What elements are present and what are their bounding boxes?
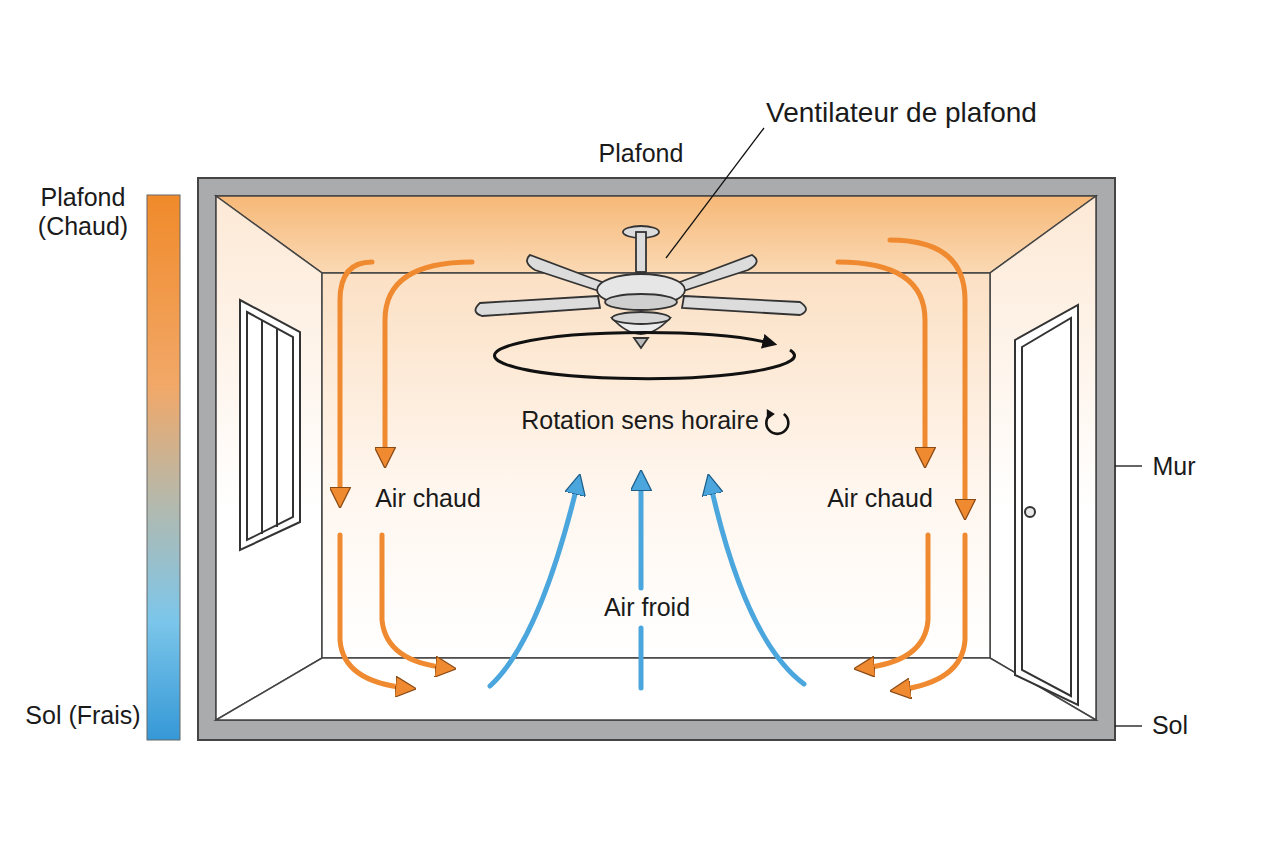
cool-air-arrow [490,482,578,686]
door [1015,305,1078,705]
warm-air-arrow [382,535,448,668]
cool-air-arrow [639,628,644,688]
right-wall [990,196,1096,720]
label-text: Air chaud [375,484,481,513]
label-text: Plafond (Chaud) [23,183,143,241]
ceiling-fan [636,232,646,272]
label-text: Ventilateur de plafond [766,97,1037,129]
label-text: Sol [1152,711,1188,740]
warm-air-arrow [340,262,372,500]
warm-air-arrow [862,535,928,668]
ceiling-fan [605,294,677,310]
door [1015,305,1078,705]
room-frame [198,178,1115,740]
window [247,312,293,540]
cool-air-arrow [710,482,804,684]
room-frame [198,178,1115,740]
warm-air-arrow [898,535,965,690]
clockwise-icon [767,409,775,420]
window [240,300,300,550]
warm-air-arrow [838,262,925,460]
cool-air-arrow [639,478,644,588]
warm-air-arrow [340,240,965,690]
leader-line [1115,725,1142,726]
ceiling-fan [682,296,806,315]
label-text: Air froid [604,593,690,622]
ceiling [216,196,1096,273]
label-text: Sol (Frais) [23,701,143,730]
door [1025,507,1035,517]
door [1022,318,1071,696]
floor [216,658,1096,720]
ceiling-fan [634,338,648,348]
ceiling-fan [475,226,806,348]
label-text: Air chaud [827,484,933,513]
ceiling-fan [612,312,670,324]
cool-air-arrow [490,478,804,688]
label-text: Rotation sens horaire [521,406,759,435]
leader-line [1115,465,1142,466]
window [261,320,263,534]
room-frame [216,196,1096,720]
clockwise-icon [766,409,788,434]
temperature-bar [147,195,180,740]
warm-air-arrow [385,262,472,460]
window [276,328,278,527]
left-wall [216,196,322,720]
back-wall [322,273,990,658]
window [240,300,300,550]
rotation-arrow [495,333,795,379]
ceiling-fan [475,296,600,316]
label-text: Plafond [599,139,684,168]
label-text: Mur [1152,452,1195,481]
warm-air-arrow [340,535,408,688]
